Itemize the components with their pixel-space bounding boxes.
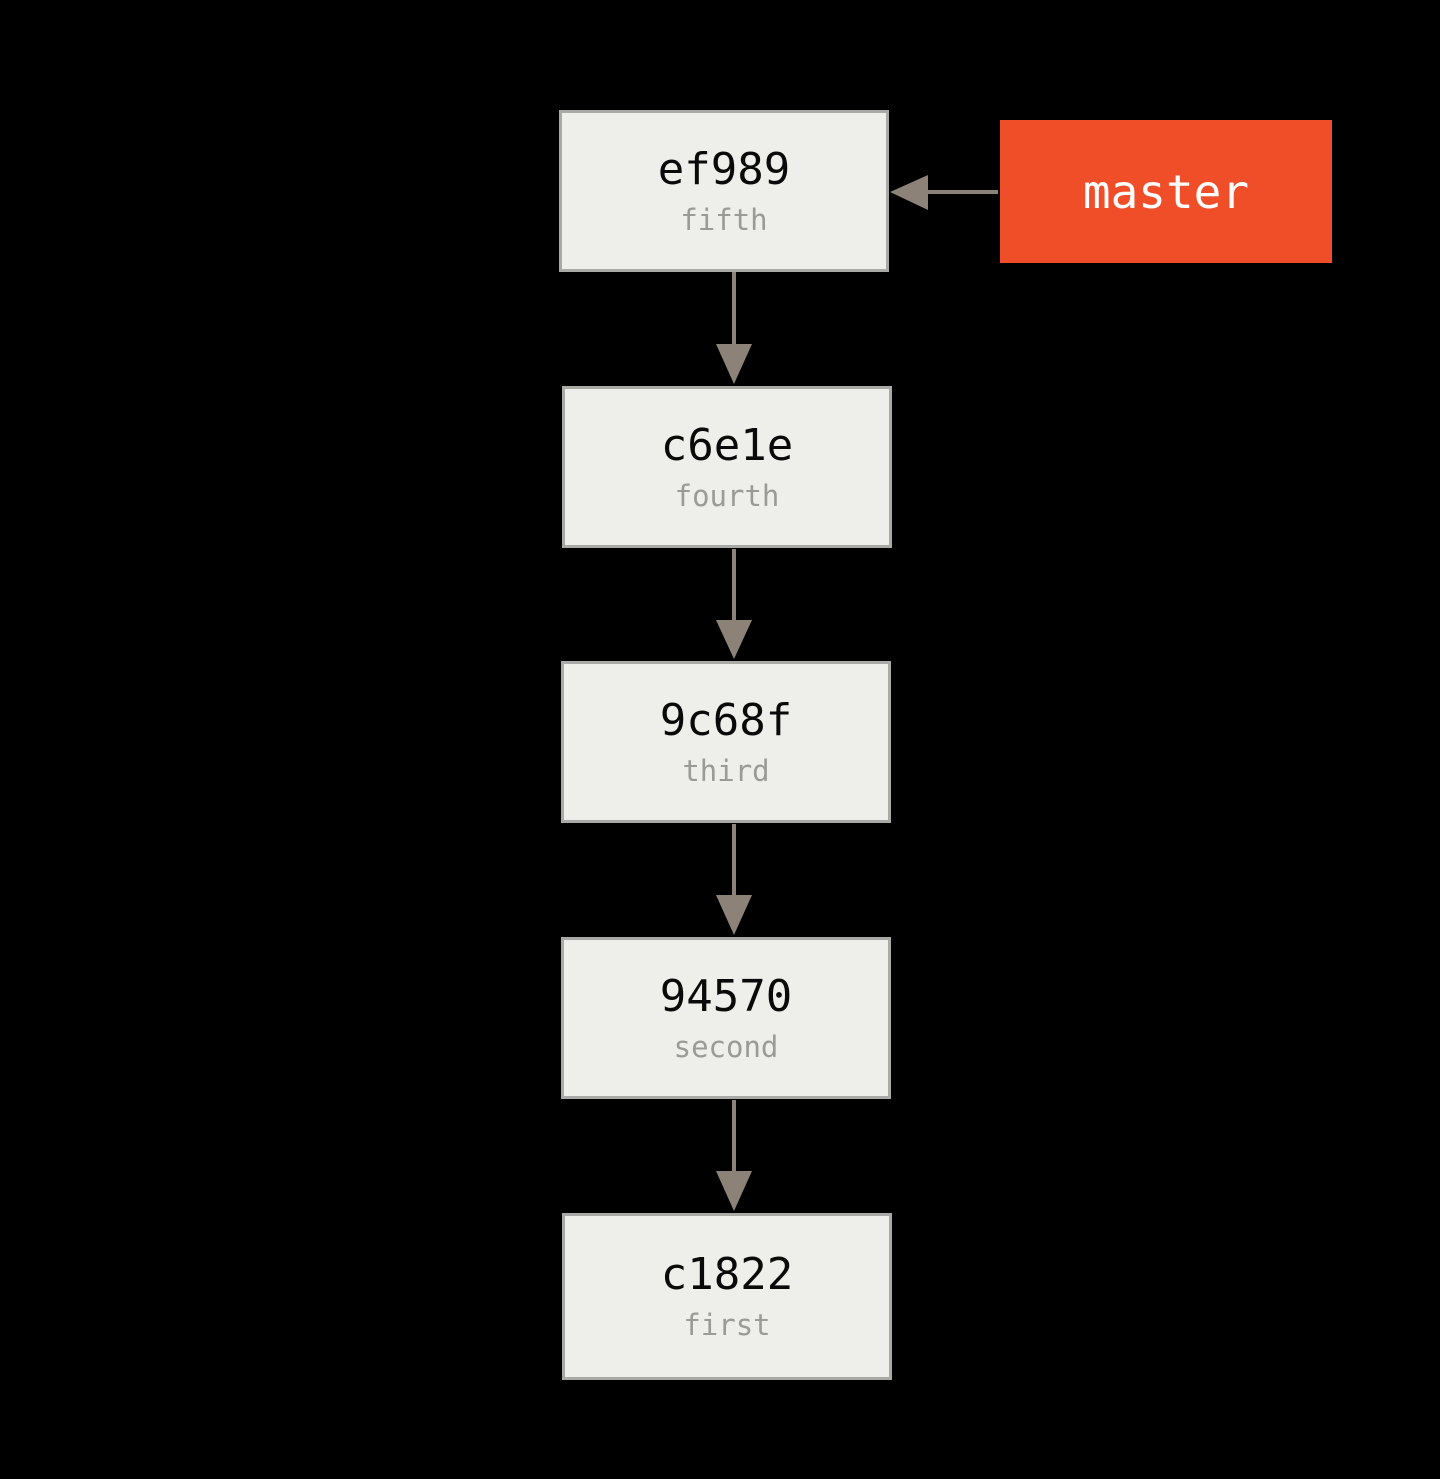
commit-node-c1822[interactable]: c1822 first (562, 1213, 892, 1380)
commit-hash: ef989 (657, 143, 791, 195)
commit-message: fifth (680, 202, 768, 237)
commit-hash: 94570 (659, 970, 793, 1022)
commit-node-ef989[interactable]: ef989 fifth (559, 110, 889, 272)
commit-message: first (683, 1308, 771, 1342)
commit-message: second (673, 1029, 779, 1064)
edge-c6e1e-to-9c68f (716, 549, 752, 659)
commit-hash: c6e1e (660, 419, 794, 471)
branch-ref-label: master (1082, 164, 1250, 219)
commit-node-9c68f[interactable]: 9c68f third (561, 661, 891, 823)
commit-node-94570[interactable]: 94570 second (561, 937, 891, 1099)
commit-node-c6e1e[interactable]: c6e1e fourth (562, 386, 892, 548)
edge-master-to-ef989 (890, 175, 998, 210)
branch-ref-master[interactable]: master (1000, 120, 1332, 263)
commit-hash: c1822 (660, 1249, 794, 1300)
commit-hash: 9c68f (659, 694, 793, 746)
commit-message: third (682, 753, 770, 788)
edge-9c68f-to-94570 (716, 824, 752, 935)
edge-ef989-to-c6e1e (716, 272, 752, 384)
commit-message: fourth (674, 478, 780, 513)
edge-94570-to-c1822 (716, 1100, 752, 1211)
